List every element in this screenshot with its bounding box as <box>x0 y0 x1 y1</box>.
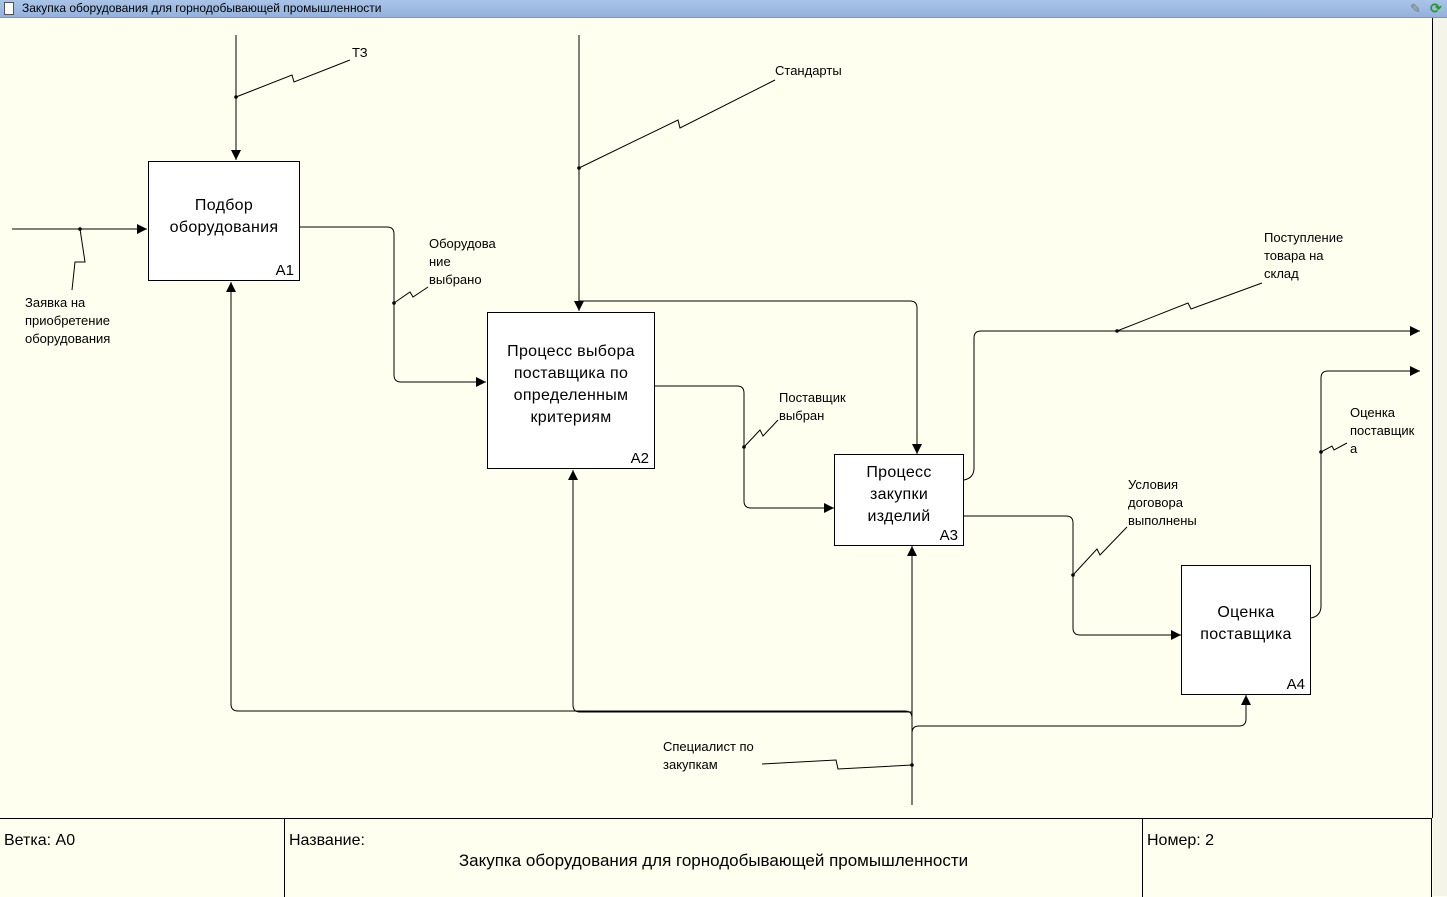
activity-label-a1: Подбор оборудования <box>169 197 279 236</box>
footer-number: Номер: 2 <box>1147 832 1214 850</box>
refresh-icon[interactable]: ⟳ <box>1430 0 1442 16</box>
squiggle-request <box>71 228 86 291</box>
activity-box-a2[interactable]: Процесс выбора поставщика по определенны… <box>487 312 655 469</box>
squiggle-supplier <box>743 419 779 448</box>
footer-branch-cell: Ветка: A0 <box>0 819 285 897</box>
squiggle-specialist <box>761 759 913 770</box>
footer-number-cell: Номер: 2 <box>1143 819 1432 897</box>
label-request: Заявка на приобретение оборудования <box>25 295 111 346</box>
activity-label-a3: Процесс закупки изделий <box>866 464 932 525</box>
label-supplier-rating: Оценка поставщик а <box>1350 405 1415 456</box>
label-tz: ТЗ <box>352 45 368 60</box>
footer-branch: Ветка: A0 <box>4 832 75 850</box>
label-equipment-selected: Оборудова ние выбрано <box>429 236 496 287</box>
label-goods-received: Поступление товара на склад <box>1264 230 1344 281</box>
connector-lines <box>12 35 1420 805</box>
number-label: Номер: <box>1147 832 1201 849</box>
branch-label: Ветка: <box>4 832 52 849</box>
arrow-mech-a4 <box>911 695 1251 734</box>
label-supplier-selected: Поставщик выбран <box>779 390 846 423</box>
activity-label-a4: Оценка поставщика <box>1200 604 1292 643</box>
window-titlebar: Закупка оборудования для горнодобывающей… <box>0 0 1447 18</box>
activity-number-a1: A1 <box>275 262 294 279</box>
arrow-mech-a2 <box>568 470 912 713</box>
activity-box-a1[interactable]: Подбор оборудования A1 <box>148 161 300 281</box>
squiggle-rating <box>1320 442 1348 453</box>
arrow-mech-a1 <box>226 282 913 719</box>
label-contract-fulfilled: Условия договора выполнены <box>1128 477 1197 528</box>
arrow-rating <box>1310 366 1420 619</box>
squiggle-standards <box>578 79 776 169</box>
activity-label-a2: Процесс выбора поставщика по определенны… <box>507 343 635 426</box>
activity-number-a2: A2 <box>630 450 649 467</box>
activity-number-a4: A4 <box>1286 676 1305 693</box>
diagram-footer: Ветка: A0 Название: Закупка оборудования… <box>0 818 1432 897</box>
footer-name-cell: Название: Закупка оборудования для горно… <box>285 819 1143 897</box>
diagram-name: Закупка оборудования для горнодобывающей… <box>458 851 969 870</box>
right-edge-strip <box>1433 18 1447 896</box>
number-value: 2 <box>1205 832 1215 849</box>
arrow-standards-a3 <box>579 300 922 454</box>
window-title: Закупка оборудования для горнодобывающей… <box>22 1 382 15</box>
activity-box-a3[interactable]: Процесс закупки изделий A3 <box>834 454 964 546</box>
activity-number-a3: A3 <box>939 527 958 544</box>
diagram-canvas: Подбор оборудования A1 Процесс выбора по… <box>0 18 1433 818</box>
branch-value: A0 <box>55 832 76 849</box>
activity-box-a4[interactable]: Оценка поставщика A4 <box>1181 565 1311 695</box>
name-label: Название: <box>289 832 365 849</box>
label-specialist: Специалист по закупкам <box>663 739 754 772</box>
squiggle-tz <box>235 59 351 98</box>
pin-icon[interactable]: ✎ <box>1410 1 1421 16</box>
squiggle-equipment <box>393 286 429 304</box>
squiggle-goods <box>1116 282 1263 332</box>
label-standards: Стандарты <box>775 63 842 78</box>
squiggle-contract <box>1072 526 1128 576</box>
document-icon <box>4 2 14 15</box>
arrow-goods <box>963 326 1420 481</box>
